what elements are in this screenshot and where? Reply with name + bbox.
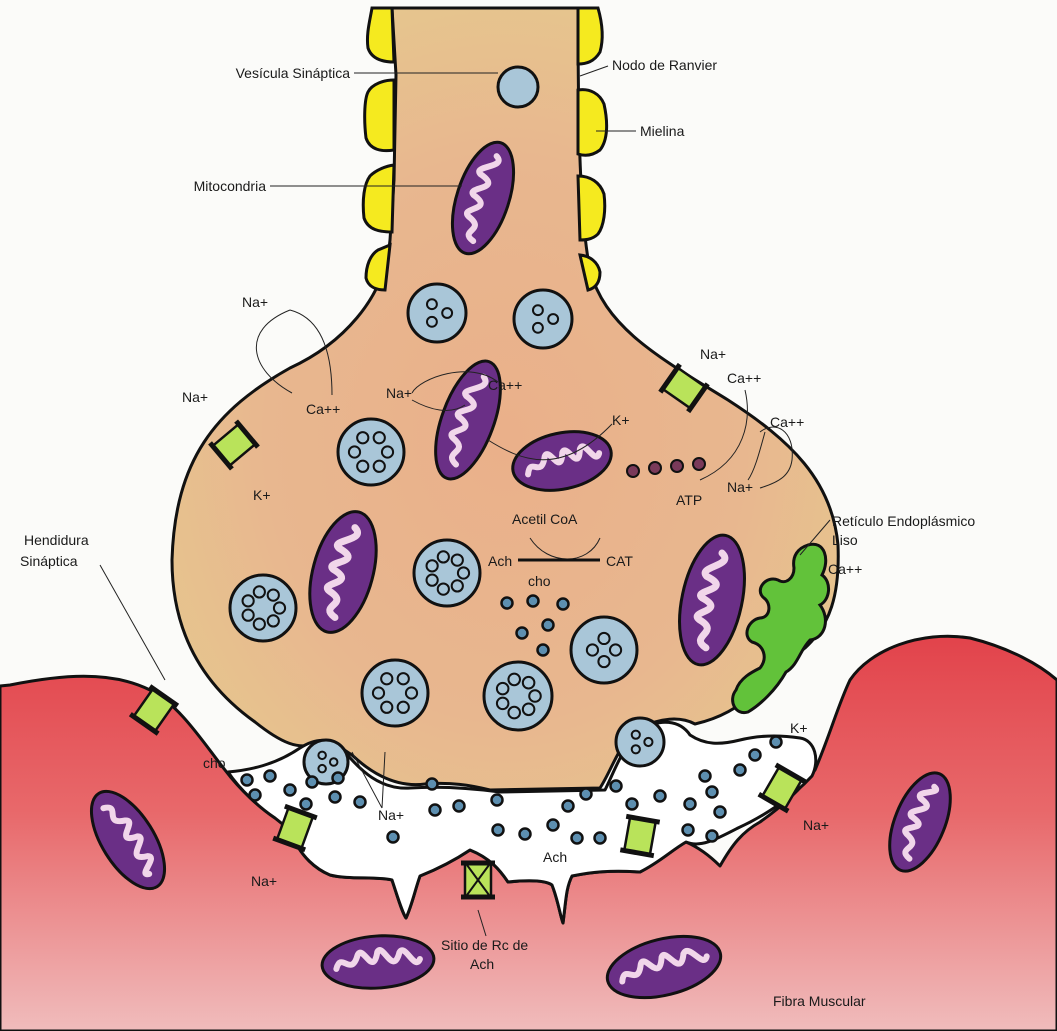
label-na-center: Na+ [386, 385, 412, 401]
synaptic-vesicle [571, 617, 637, 683]
label-na-muscle-right: Na+ [803, 817, 829, 833]
molecule-dot [301, 799, 312, 810]
molecule-dot [355, 797, 366, 808]
synaptic-vesicle [408, 284, 466, 342]
label-na-right-top: Na+ [700, 346, 726, 362]
synaptic-vesicle [616, 718, 664, 766]
label-fibra-muscular: Fibra Muscular [773, 993, 866, 1009]
atp-dot [671, 460, 683, 472]
label-na-cleft: Na+ [378, 807, 404, 823]
molecule-dot [655, 791, 666, 802]
molecule-dot [563, 801, 574, 812]
molecule-dot [520, 829, 531, 840]
leader-nodo [580, 66, 608, 76]
atp-dot [693, 458, 705, 470]
molecule-dot [285, 785, 296, 796]
molecule-dot [493, 825, 504, 836]
label-hendidura-2: Sináptica [20, 553, 78, 569]
leader-hendidura [100, 565, 165, 680]
myelin-left-3 [363, 165, 394, 232]
molecule-dot [430, 805, 441, 816]
channel-ach-receptor [461, 863, 495, 897]
label-k-left: K+ [253, 487, 271, 503]
molecule-dot [595, 833, 606, 844]
label-ach-center: Ach [488, 553, 512, 569]
label-reticulo-1: Retículo Endoplásmico [832, 513, 975, 529]
molecule-dot [333, 773, 344, 784]
label-hendidura-1: Hendidura [24, 532, 89, 548]
molecule-dot [683, 825, 694, 836]
myelin-right-3 [578, 176, 605, 240]
label-ca-left: Ca++ [306, 401, 340, 417]
molecule-dot [771, 737, 782, 748]
myelin-left-4 [366, 245, 390, 290]
molecule-dot [611, 781, 622, 792]
label-ca-reticulo: Ca++ [828, 561, 862, 577]
molecule-dot [548, 820, 559, 831]
label-atp: ATP [676, 492, 702, 508]
label-mielina: Mielina [640, 123, 685, 139]
myelin-right-1 [578, 8, 602, 64]
molecule-dot [502, 598, 513, 609]
label-na-left: Na+ [182, 389, 208, 405]
molecule-dot [581, 789, 592, 800]
label-cho-left: cho [203, 755, 226, 771]
molecule-dot [528, 596, 539, 607]
molecule-dot [330, 792, 341, 803]
molecule-dot [543, 620, 554, 631]
label-acetil-coa: Acetil CoA [512, 511, 578, 527]
synaptic-vesicle [498, 67, 538, 107]
label-k-cleft: K+ [790, 720, 808, 736]
molecule-dot [715, 807, 726, 818]
label-vesicula-sinaptica: Vesícula Sináptica [236, 65, 351, 81]
label-cho-center: cho [528, 573, 551, 589]
label-ach-cleft: Ach [543, 849, 567, 865]
label-na-right-mid: Na+ [727, 479, 753, 495]
molecule-dot [627, 799, 638, 810]
label-na-muscle-left: Na+ [251, 873, 277, 889]
atp-dot [627, 465, 639, 477]
molecule-dot [572, 833, 583, 844]
molecule-dot [250, 790, 261, 801]
myelin-right-2 [578, 90, 607, 156]
atp-dot [649, 462, 661, 474]
molecule-dot [538, 645, 549, 656]
molecule-dot [685, 799, 696, 810]
molecule-dot [307, 777, 318, 788]
molecule-dot [454, 801, 465, 812]
molecule-dot [735, 765, 746, 776]
label-reticulo-2: Liso [832, 532, 858, 548]
molecule-dot [517, 628, 528, 639]
label-cat: CAT [606, 553, 633, 569]
molecule-dot [700, 771, 711, 782]
label-sitio-2: Ach [470, 956, 494, 972]
molecule-dot [242, 775, 253, 786]
label-ca-right-1: Ca++ [727, 370, 761, 386]
synaptic-vesicle [484, 662, 552, 730]
label-ca-right-2: Ca++ [770, 414, 804, 430]
molecule-dot [707, 831, 718, 842]
molecule-dot [492, 795, 503, 806]
myelin-left-2 [365, 80, 394, 151]
molecule-dot [750, 750, 761, 761]
molecule-dot [427, 779, 438, 790]
label-ca-center: Ca++ [488, 377, 522, 393]
molecule-dot [388, 832, 399, 843]
molecule-dot [558, 599, 569, 610]
myelin-left-1 [367, 8, 394, 62]
label-k-center: K+ [612, 412, 630, 428]
molecule-dot [707, 787, 718, 798]
label-sitio-1: Sitio de Rc de [441, 937, 528, 953]
molecule-dot [265, 771, 276, 782]
synaptic-vesicle [514, 290, 572, 348]
label-na-top-left: Na+ [242, 294, 268, 310]
label-nodo-de-ranvier: Nodo de Ranvier [612, 57, 717, 73]
label-mitocondria: Mitocondria [194, 178, 267, 194]
